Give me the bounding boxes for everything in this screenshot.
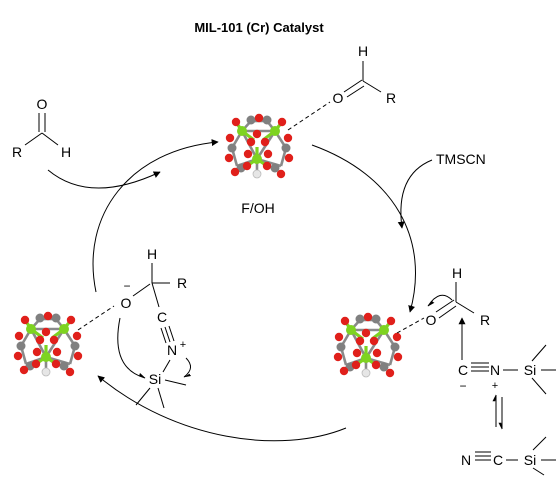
svg-text:N: N bbox=[490, 362, 500, 378]
svg-text:Si: Si bbox=[524, 362, 536, 378]
cycle-arrow-right bbox=[311, 144, 416, 313]
svg-text:H: H bbox=[147, 246, 157, 262]
svg-text:+: + bbox=[180, 339, 186, 351]
aldehyde-free: O R H bbox=[12, 96, 71, 160]
alkoxide-intermediate: O − H R C N + Si bbox=[121, 246, 187, 409]
framework-cluster-top bbox=[223, 112, 295, 180]
cycle-arrow-left bbox=[92, 139, 219, 293]
svg-text:N: N bbox=[167, 342, 177, 358]
curved-arrow-co bbox=[427, 294, 453, 307]
coordination-bond-left bbox=[77, 305, 115, 331]
arrow-tmscn-entry bbox=[397, 159, 433, 229]
diagram-title: MIL-101 (Cr) Catalyst bbox=[194, 20, 324, 35]
svg-text:C: C bbox=[458, 362, 468, 378]
svg-text:O: O bbox=[37, 96, 48, 112]
svg-text:R: R bbox=[12, 144, 22, 160]
svg-text:Si: Si bbox=[524, 452, 536, 468]
isocyanide-silane: C − N + Si bbox=[458, 344, 556, 395]
svg-text:R: R bbox=[480, 312, 490, 328]
svg-text:H: H bbox=[358, 43, 368, 59]
framework-cluster-left bbox=[12, 310, 84, 378]
curved-arrow-n-si bbox=[183, 357, 192, 378]
svg-text:−: − bbox=[459, 379, 466, 393]
svg-text:N: N bbox=[461, 452, 471, 468]
svg-text:C: C bbox=[157, 309, 167, 325]
svg-text:−: − bbox=[123, 279, 130, 293]
arrow-aldehyde-entry bbox=[47, 169, 161, 189]
svg-text:R: R bbox=[386, 90, 396, 106]
curved-arrow-o-to-si bbox=[117, 317, 146, 379]
reagent-label: TMSCN bbox=[436, 151, 486, 167]
svg-text:R: R bbox=[177, 275, 187, 291]
tmscn-structure: N C Si bbox=[461, 436, 556, 476]
equilibrium-arrows bbox=[492, 394, 503, 430]
svg-text:H: H bbox=[452, 265, 462, 281]
svg-text:O: O bbox=[426, 312, 437, 328]
svg-text:+: + bbox=[492, 380, 498, 392]
framework-cluster-right bbox=[332, 311, 404, 379]
svg-text:Si: Si bbox=[149, 371, 161, 387]
svg-text:O: O bbox=[121, 295, 132, 311]
aldehyde-activated-right: O H R bbox=[426, 265, 491, 328]
coordination-bond-top bbox=[287, 101, 331, 131]
coordination-bond-right bbox=[396, 317, 425, 334]
svg-text:C: C bbox=[493, 452, 503, 468]
cycle-arrow-bottom bbox=[97, 375, 347, 442]
svg-text:H: H bbox=[61, 144, 71, 160]
framework-site-label: F/OH bbox=[241, 200, 274, 216]
svg-text:O: O bbox=[333, 90, 344, 106]
aldehyde-coordinated-top: O H R bbox=[333, 43, 397, 106]
